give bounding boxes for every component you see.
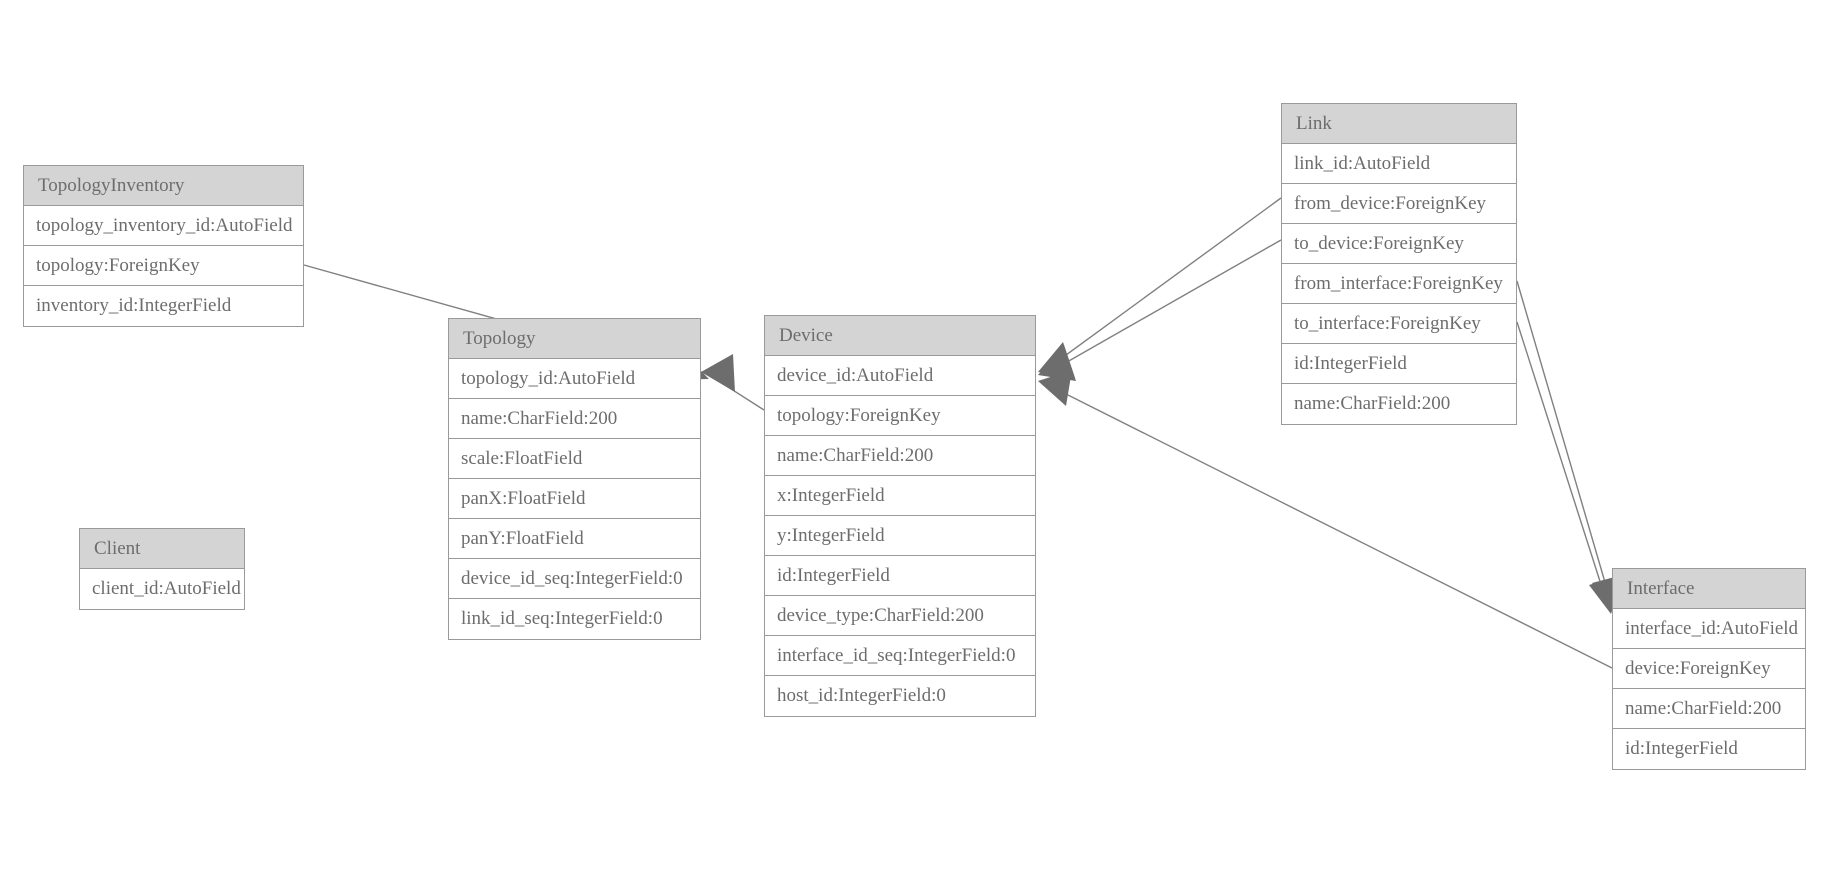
entity-title-topology: Topology [449,319,700,359]
entity-field: scale:FloatField [449,439,700,479]
entity-field: device_type:CharField:200 [765,596,1035,636]
entity-field: link_id_seq:IntegerField:0 [449,599,700,639]
entity-field: id:IntegerField [1282,344,1516,384]
entity-field: name:CharField:200 [449,399,700,439]
entity-fields-client: client_id:AutoField [80,569,244,609]
edge-link-to-device-to-device [1038,239,1282,381]
entity-field: x:IntegerField [765,476,1035,516]
entity-field: inventory_id:IntegerField [24,286,303,326]
entity-field: id:IntegerField [1613,729,1805,769]
entity-field: client_id:AutoField [80,569,244,609]
entity-field: topology:ForeignKey [765,396,1035,436]
entity-field: to_device:ForeignKey [1282,224,1516,264]
entity-field: link_id:AutoField [1282,144,1516,184]
entity-title-client: Client [80,529,244,569]
entity-field: name:CharField:200 [765,436,1035,476]
entity-title-device: Device [765,316,1035,356]
entity-field: interface_id_seq:IntegerField:0 [765,636,1035,676]
entity-field: device_id:AutoField [765,356,1035,396]
entity-field: topology_id:AutoField [449,359,700,399]
entity-title-link: Link [1282,104,1516,144]
entity-field: from_interface:ForeignKey [1282,264,1516,304]
entity-field: from_device:ForeignKey [1282,184,1516,224]
edge-link-to-interface-to-interface [1516,321,1623,614]
entity-field: id:IntegerField [765,556,1035,596]
entity-field: y:IntegerField [765,516,1035,556]
edge-link-from-device-to-device [1038,197,1282,378]
entity-field: topology:ForeignKey [24,246,303,286]
entity-field: to_interface:ForeignKey [1282,304,1516,344]
entity-title-topology-inventory: TopologyInventory [24,166,303,206]
entity-field: device:ForeignKey [1613,649,1805,689]
entity-title-interface: Interface [1613,569,1805,609]
entity-field: panX:FloatField [449,479,700,519]
entity-field: name:CharField:200 [1282,384,1516,424]
entity-field: panY:FloatField [449,519,700,559]
edge-link-from-interface-to-interface [1516,280,1626,613]
entity-field: interface_id:AutoField [1613,609,1805,649]
entity-field: host_id:IntegerField:0 [765,676,1035,716]
entity-field: device_id_seq:IntegerField:0 [449,559,700,599]
entity-field: name:CharField:200 [1613,689,1805,729]
entity-field: topology_inventory_id:AutoField [24,206,303,246]
edge-device-to-topology [701,354,765,411]
